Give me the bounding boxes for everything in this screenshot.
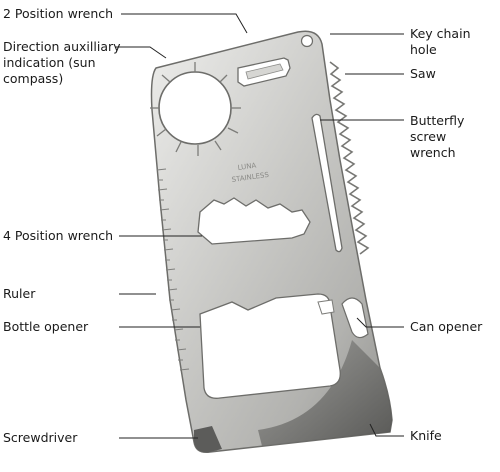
label-ruler: Ruler xyxy=(3,286,36,301)
card-imprint-line-1: LUNA xyxy=(237,161,257,172)
butterfly-screw-slot xyxy=(311,113,343,253)
knife-edge xyxy=(258,340,392,446)
key-chain-hole xyxy=(300,34,314,48)
four-position-wrench-cutout xyxy=(197,197,311,245)
label-can-opener: Can opener xyxy=(410,319,483,334)
leader-two-position-wrench xyxy=(121,13,248,34)
leader-lines xyxy=(115,13,404,439)
label-direction-indication: Direction auxilliary indication (sun com… xyxy=(3,39,121,86)
ruler-ticks xyxy=(156,168,190,371)
label-four-position-wrench: 4 Position wrench xyxy=(3,228,114,243)
sun-compass xyxy=(150,62,241,156)
bottle-opener-cutout xyxy=(199,293,341,399)
label-knife: Knife xyxy=(410,428,442,443)
screwdriver-edge xyxy=(194,426,222,453)
leader-can-opener xyxy=(356,317,404,328)
label-screwdriver: Screwdriver xyxy=(3,430,78,445)
label-saw: Saw xyxy=(410,66,436,81)
saw-teeth xyxy=(329,61,370,255)
label-butterfly-screw-wrench: Butterfly screw wrench xyxy=(410,113,465,160)
leader-direction-indication xyxy=(115,46,167,59)
leader-knife xyxy=(369,423,404,437)
label-two-position-wrench: 2 Position wrench xyxy=(3,6,114,21)
label-bottle-opener: Bottle opener xyxy=(3,319,89,334)
can-opener-notch xyxy=(341,297,369,339)
hook-cutout xyxy=(317,299,335,315)
label-key-chain-hole: Key chain hole xyxy=(410,26,471,57)
